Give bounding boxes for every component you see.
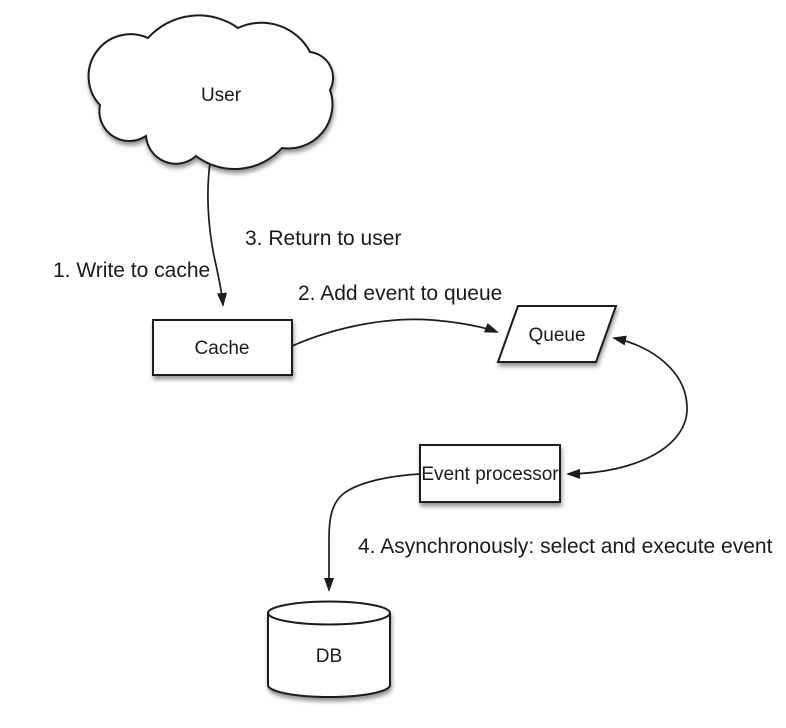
cache-label: Cache [195, 338, 250, 359]
edge-cache-to-queue [291, 318, 499, 347]
queue-label: Queue [528, 325, 585, 346]
cache-node [152, 319, 293, 376]
event-processor-label: Event processor [421, 464, 559, 485]
db-node [267, 600, 391, 698]
annotation-step-4: 4. Asynchronously: select and execute ev… [358, 535, 773, 558]
event-processor-node [419, 444, 561, 503]
db-cylinder-top [267, 600, 391, 626]
db-cylinder-body [267, 612, 391, 698]
user-cloud-node [87, 14, 335, 170]
queue-node [496, 305, 618, 363]
annotation-step-2: 2. Add event to queue [298, 282, 502, 305]
annotation-step-3: 3. Return to user [245, 227, 401, 250]
user-label: User [201, 85, 242, 106]
annotation-step-1: 1. Write to cache [53, 259, 210, 282]
edge-event-processor-to-db [324, 473, 421, 592]
edge-user-to-cache [207, 162, 227, 307]
edge-queue-event-processor [566, 335, 688, 479]
db-label: DB [316, 646, 342, 667]
